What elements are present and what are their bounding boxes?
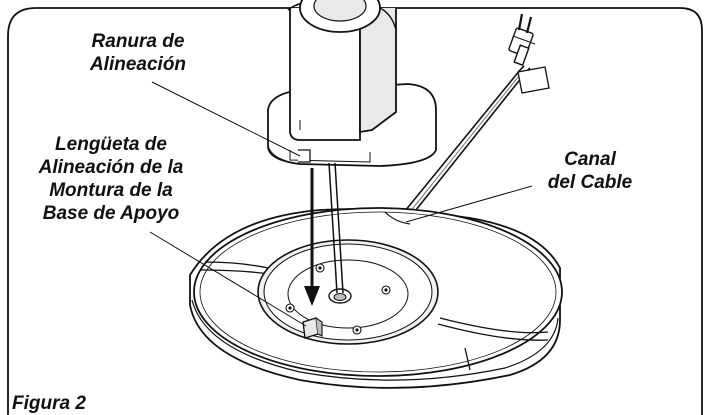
stand-column (267, 0, 437, 167)
cord-channel-label: Canal del Cable (520, 148, 660, 194)
leader-lines (149, 81, 533, 327)
alignment-tab (302, 317, 319, 339)
insertion-arrow (304, 168, 320, 306)
alignment-slot-label: Ranura de Alineación (58, 30, 218, 76)
cord-channel-label-line-2: del Cable (547, 172, 633, 193)
leader-cord-channel (405, 185, 533, 223)
alignment-slot-label-line-1: Ranura de (91, 31, 185, 52)
base-mount-tab-label-line-3: Montura de la (49, 180, 173, 201)
mounting-well (257, 239, 439, 345)
leader-alignment-tab (149, 231, 307, 327)
leader-alignment-slot (151, 81, 301, 157)
column-cord (328, 162, 344, 294)
cord-channel-label-line-1: Canal (564, 149, 616, 170)
alignment-slot (298, 149, 311, 163)
base-mount-tab-label: Lengüeta de Alineación de la Montura de … (0, 133, 222, 225)
cord-tag (517, 66, 550, 94)
alignment-slot-label-line-2: Alineación (89, 54, 187, 75)
base-mount-tab-label-line-4: Base de Apoyo (42, 203, 180, 224)
base-mount-tab-label-line-1: Lengüeta de (55, 134, 167, 155)
figure-caption: Figura 2 (12, 393, 86, 414)
base-mount-tab-label-line-2: Alineación de la (38, 157, 184, 178)
power-plug (508, 13, 536, 67)
